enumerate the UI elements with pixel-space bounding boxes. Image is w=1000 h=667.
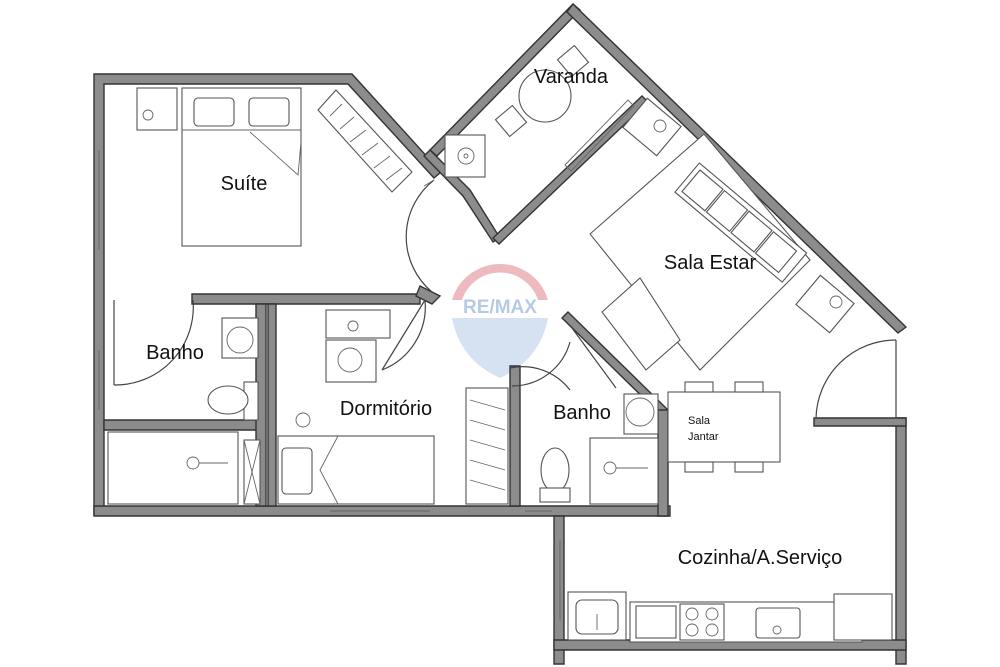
dormitorio-furniture [277,309,509,505]
label-dormitorio: Dormitório [340,398,432,420]
tv-stand [601,277,681,371]
microwave [635,605,677,639]
label-sala-jantar-2: Jantar [688,431,719,443]
windows [98,150,561,620]
varanda-table [518,69,572,123]
kitchen-fixtures [567,591,893,643]
kitchen-sink [755,607,801,639]
dining-furniture [667,381,781,473]
banho-suite-fixtures [107,317,261,505]
label-banho-social: Banho [553,402,611,424]
label-cozinha: Cozinha/A.Serviço [678,547,843,569]
label-banho-suite: Banho [146,342,204,364]
stove [679,603,725,641]
remax-watermark: RE/MAX [452,264,548,378]
doors [113,179,897,419]
banho-social-fixtures [539,393,659,505]
label-varanda: Varanda [534,66,609,88]
suite-shower [107,431,239,505]
label-sala-estar: Sala Estar [664,252,757,274]
varanda-furniture [444,44,635,178]
suite-wardrobe [317,89,413,193]
social-shower [589,437,659,505]
sala-estar-furniture [589,97,855,371]
label-sala-jantar-1: Sala [688,415,711,427]
dining-table [667,391,781,463]
fridge [833,593,893,641]
dormitorio-wardrobe [465,387,509,505]
suite-furniture [136,87,413,247]
remax-watermark-text: RE/MAX [463,297,537,318]
label-suite: Suíte [221,173,268,195]
room-labels: Varanda Suíte Sala Estar Banho Dormitóri… [146,66,842,569]
